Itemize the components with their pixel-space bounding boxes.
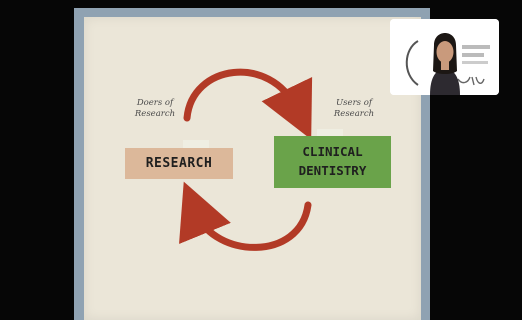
clinical-box-line2: DENTISTRY bbox=[298, 163, 367, 178]
research-box: RESEARCH bbox=[125, 148, 233, 179]
users-caption-line2: Research bbox=[333, 109, 375, 119]
doers-caption-line2: Research bbox=[134, 109, 176, 119]
clinical-box-line1: CLINICAL bbox=[302, 144, 363, 159]
users-caption: Users of Research bbox=[329, 98, 379, 120]
tape-strip-right bbox=[317, 129, 343, 138]
bottom-arrow bbox=[179, 181, 312, 251]
clinical-dentistry-box: CLINICAL DENTISTRY bbox=[274, 136, 391, 188]
presenter-webcam bbox=[390, 19, 499, 95]
top-arrow bbox=[183, 68, 313, 140]
doers-caption-line1: Doers of bbox=[136, 98, 174, 108]
tape-strip-left bbox=[183, 140, 209, 149]
presenter-webcam-icon bbox=[390, 19, 499, 95]
doers-caption: Doers of Research bbox=[130, 98, 180, 120]
users-caption-line1: Users of bbox=[336, 98, 372, 108]
